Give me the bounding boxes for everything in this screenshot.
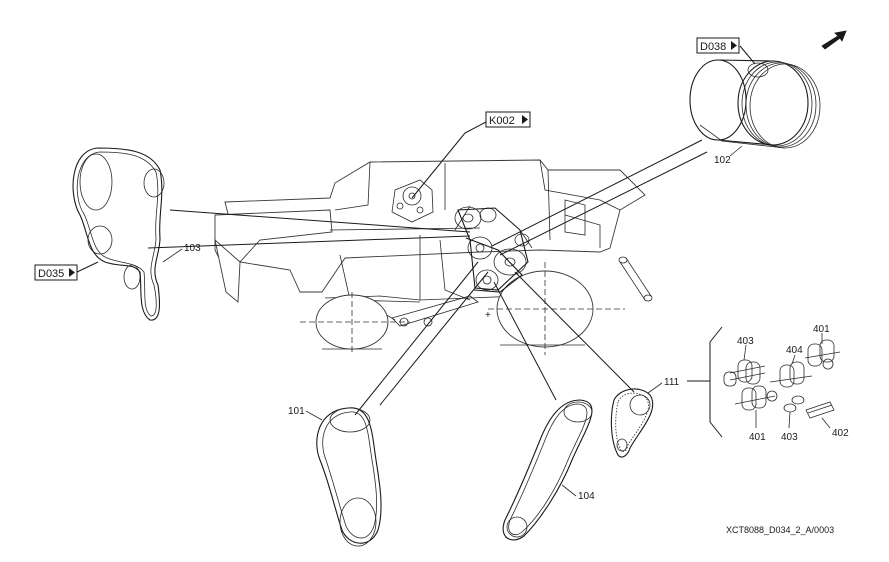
chain-clip-402: [805, 401, 835, 419]
callout-102: 102: [714, 155, 731, 166]
callout-404: 404: [786, 345, 803, 356]
callout-104: 104: [578, 491, 595, 502]
triangle-right-icon: [522, 115, 528, 124]
callouts: 102 103 101 104 111 403 404 401 401 403 …: [162, 145, 849, 502]
svg-text:+: +: [485, 310, 491, 321]
callout-401-top: 401: [813, 324, 830, 335]
callout-403-bottom: 403: [781, 432, 798, 443]
belt-103: [72, 147, 165, 321]
callout-111: 111: [664, 377, 680, 388]
chain-link-401a: [804, 339, 841, 370]
ref-box-d038: D038: [696, 37, 740, 54]
chain-link-404: [769, 361, 813, 388]
belt-102: [689, 59, 821, 149]
callout-403-top: 403: [737, 336, 754, 347]
triangle-right-icon: [69, 268, 75, 277]
belt-101: [316, 407, 382, 547]
callout-401-bottom: 401: [749, 432, 766, 443]
chain-link-401b: [734, 385, 778, 411]
belt-104: [502, 399, 593, 541]
ref-box-k002: K002: [485, 111, 531, 128]
ref-k002-label: K002: [489, 115, 515, 127]
leader-lines: [147, 132, 708, 416]
combine-machine: +: [214, 159, 653, 355]
ref-d038-label: D038: [700, 41, 726, 53]
ref-box-d035: D035: [34, 264, 78, 281]
callout-101: 101: [288, 406, 305, 417]
chain-pin-403b: [783, 395, 805, 413]
chain-links-group: [687, 326, 841, 438]
direction-arrow-icon: [821, 30, 847, 50]
triangle-right-icon: [731, 41, 737, 50]
belt-111: [610, 388, 654, 458]
callout-402: 402: [832, 428, 849, 439]
drawing-id: XCT8088_D034_2_A/0003: [726, 525, 834, 535]
callout-103: 103: [184, 243, 201, 254]
drive-center: [391, 179, 533, 293]
ref-d035-label: D035: [38, 268, 64, 280]
chain-link-403a: [723, 359, 766, 387]
